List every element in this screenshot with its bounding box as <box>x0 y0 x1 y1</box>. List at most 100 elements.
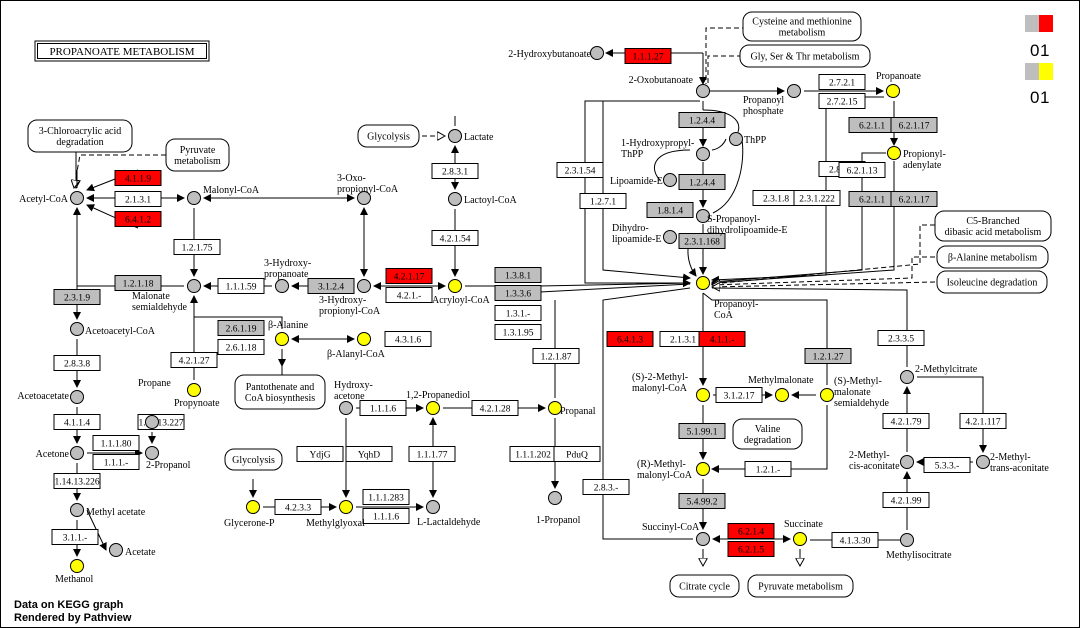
compound-node[interactable] <box>70 559 84 573</box>
enzyme-box[interactable] <box>678 423 726 439</box>
enzyme-2-6-1-19[interactable]: 2.6.1.19 <box>217 320 265 336</box>
pathway-box[interactable] <box>357 124 420 148</box>
enzyme-4-2-1-17[interactable]: 4.2.1.17 <box>385 268 433 284</box>
enzyme-box[interactable] <box>923 457 971 473</box>
enzyme-4-2-1-79[interactable]: 4.2.1.79 <box>882 413 930 429</box>
enzyme-box[interactable] <box>362 489 410 505</box>
enzyme-ydjg[interactable]: YdjG <box>296 446 344 462</box>
enzyme-1-1-1[interactable]: 1.1.1.- <box>92 454 140 470</box>
enzyme-box[interactable] <box>114 211 162 227</box>
pathway-box[interactable] <box>739 44 871 68</box>
enzyme-box[interactable] <box>494 305 542 321</box>
compound-dihydro-lipoamide-e[interactable]: Dihydro-lipoamide-E <box>612 223 677 245</box>
enzyme-box[interactable] <box>307 278 355 294</box>
enzyme-2-7-2-15[interactable]: 2.7.2.15 <box>818 93 866 109</box>
enzyme-box[interactable] <box>804 348 852 364</box>
pathway-box[interactable] <box>27 119 133 153</box>
compound-acetoacetyl-coa[interactable]: Acetoacetyl-CoA <box>70 322 156 338</box>
compound-node[interactable] <box>448 192 462 206</box>
enzyme-2-8-3[interactable]: 2.8.3.- <box>582 479 630 495</box>
compound-acetate[interactable]: Acetate <box>109 543 157 559</box>
enzyme-yqhd[interactable]: YqhD <box>345 446 393 462</box>
compound-lactate[interactable]: Lactate <box>448 129 494 144</box>
enzyme-box[interactable] <box>173 239 221 255</box>
compound-node[interactable] <box>820 388 834 402</box>
enzyme-6-4-1-3[interactable]: 6.4.1.3 <box>606 331 654 347</box>
compound-glycerone-p[interactable]: Glycerone-P <box>224 500 275 530</box>
enzyme-box[interactable] <box>882 492 930 508</box>
enzyme-box[interactable] <box>890 117 938 133</box>
enzyme-2-3-1-222[interactable]: 2.3.1.222 <box>793 190 841 206</box>
enzyme-box[interactable] <box>698 331 746 347</box>
enzyme-1-1-1-202[interactable]: 1.1.1.202 <box>509 446 557 462</box>
enzyme-2-3-1-9[interactable]: 2.3.1.9 <box>53 289 101 305</box>
enzyme-2-3-1-8[interactable]: 2.3.1.8 <box>752 190 800 206</box>
enzyme-1-3-1[interactable]: 1.3.1.- <box>494 305 542 321</box>
compound-node[interactable] <box>357 191 371 205</box>
enzyme-4-2-1-27[interactable]: 4.2.1.27 <box>170 352 218 368</box>
enzyme-6-2-1-5[interactable]: 6.2.1.5 <box>727 541 775 557</box>
enzyme-1-2-4-4[interactable]: 1.2.4.4 <box>678 112 726 128</box>
compound-propionyl-adenylate[interactable]: Propionyl-adenylate <box>887 146 946 172</box>
compound-alanine[interactable]: β-Alanine <box>268 320 309 346</box>
enzyme-box[interactable] <box>217 278 265 294</box>
enzyme-3-1-2-17[interactable]: 3.1.2.17 <box>715 387 763 403</box>
compound-node[interactable] <box>696 388 710 402</box>
enzyme-6-2-1-17[interactable]: 6.2.1.17 <box>890 191 938 207</box>
compound-node[interactable] <box>70 446 84 460</box>
enzyme-4-1-1-4[interactable]: 4.1.1.4 <box>53 414 101 430</box>
enzyme-4-2-1-99[interactable]: 4.2.1.99 <box>882 492 930 508</box>
pathway-box[interactable] <box>934 210 1052 242</box>
enzyme-2-3-1-54[interactable]: 2.3.1.54 <box>556 162 604 178</box>
enzyme-2-8-3-8[interactable]: 2.8.3.8 <box>53 355 101 371</box>
enzyme-box[interactable] <box>678 233 726 249</box>
compound-propanal[interactable]: Propanal <box>548 401 596 418</box>
enzyme-1-2-1-75[interactable]: 1.2.1.75 <box>173 239 221 255</box>
enzyme-5-4-99-2[interactable]: 5.4.99.2 <box>678 493 726 509</box>
compound-propane[interactable]: Propane <box>138 378 171 429</box>
enzyme-6-2-1-4[interactable]: 6.2.1.4 <box>727 523 775 539</box>
enzyme-1-2-1-27[interactable]: 1.2.1.27 <box>804 348 852 364</box>
enzyme-box[interactable] <box>744 461 792 477</box>
enzyme-1-1-1-27[interactable]: 1.1.1.27 <box>624 48 672 64</box>
compound-alanyl-coa[interactable]: β-Alanyl-CoA <box>327 332 386 361</box>
enzyme-2-3-3-5[interactable]: 2.3.3.5 <box>877 330 925 346</box>
compound-node[interactable] <box>729 132 743 146</box>
compound-node[interactable] <box>696 462 710 476</box>
pathway-box[interactable] <box>165 138 230 172</box>
pathway-link-glycolysis[interactable]: Glycolysis <box>357 124 420 148</box>
compound-node[interactable] <box>145 446 159 460</box>
compound-methyl-acetate[interactable]: Methyl acetate <box>70 503 146 519</box>
compound-node[interactable] <box>548 401 562 415</box>
compound-2-oxobutanoate[interactable]: 2-Oxobutanoate <box>629 75 710 98</box>
compound-propanoyl-coa[interactable]: Propanoyl-CoA <box>696 276 759 322</box>
enzyme-box[interactable] <box>494 267 542 283</box>
compound-succinyl-coa[interactable]: Succinyl-CoA <box>642 522 710 546</box>
compound-s-propanoyl-dihydrolipoamide-e[interactable]: S-Propanoyl-dihydrolipoamide-E <box>696 209 788 237</box>
compound-node[interactable] <box>448 129 462 143</box>
compound-node[interactable] <box>663 173 677 187</box>
compound-node[interactable] <box>70 390 84 404</box>
enzyme-3-1-2-4[interactable]: 3.1.2.4 <box>307 278 355 294</box>
compound-node[interactable] <box>696 276 710 290</box>
compound-node[interactable] <box>357 279 371 293</box>
compound-lipoamide-e[interactable]: Lipoamide-E <box>610 173 677 188</box>
enzyme-1-14-13-226[interactable]: 1.14.13.226 <box>53 473 101 489</box>
compound-node[interactable] <box>339 401 353 415</box>
compound-node[interactable] <box>900 370 914 384</box>
pathway-box[interactable] <box>224 448 283 471</box>
enzyme-box[interactable] <box>727 541 775 557</box>
compound-3-hydroxy-propionyl-coa[interactable]: 3-Hydroxy-propionyl-CoA <box>319 279 381 318</box>
compound-methylmalonate[interactable]: Methylmalonate <box>748 375 814 402</box>
pathway-box[interactable] <box>936 245 1049 269</box>
enzyme-2-3-1-168[interactable]: 2.3.1.168 <box>678 233 726 249</box>
compound-s-2-methyl-malonyl-coa[interactable]: (S)-2-Methyl-malonyl-CoA <box>632 372 710 402</box>
enzyme-box[interactable] <box>727 523 775 539</box>
pathway-box[interactable] <box>669 574 740 598</box>
enzyme-box[interactable] <box>715 387 763 403</box>
enzyme-5-1-99-1[interactable]: 5.1.99.1 <box>678 423 726 439</box>
